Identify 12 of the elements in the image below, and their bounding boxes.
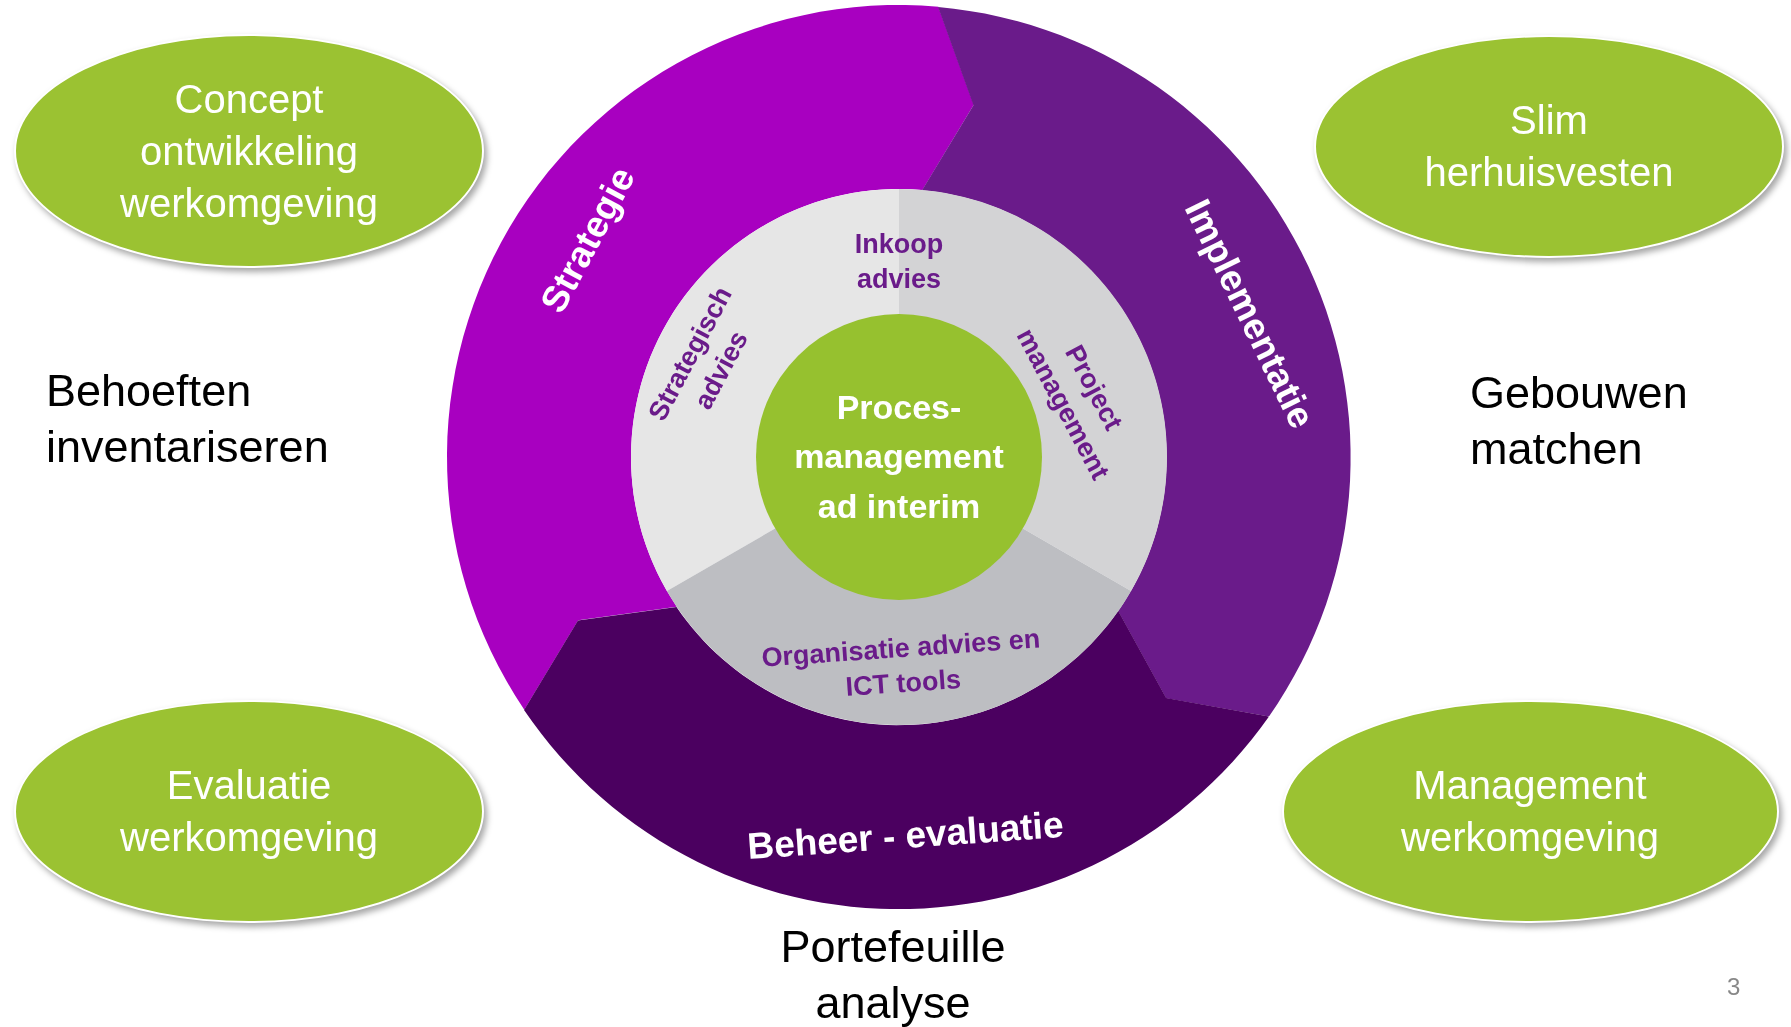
page-number: 3 bbox=[1727, 972, 1741, 1002]
oval-label: Evaluatie werkomgeving bbox=[119, 762, 379, 861]
service-label: Inkoop advies bbox=[853, 228, 945, 297]
ring-segment bbox=[524, 606, 1270, 909]
oval-label: Slim herhuisvesten bbox=[1423, 97, 1675, 196]
oval-label: Concept ontwikkeling werkomgeving bbox=[119, 76, 379, 227]
segment-label: Beheer - evaluatie bbox=[746, 804, 1066, 868]
caption-text: Behoeften inventariseren bbox=[46, 364, 330, 475]
caption-text: Gebouwen matchen bbox=[1470, 366, 1689, 477]
center-label: Proces- management ad interim bbox=[793, 387, 1005, 527]
service-label: Organisatie advies en ICT tools bbox=[759, 622, 1042, 705]
oval-label: Management werkomgeving bbox=[1400, 762, 1660, 861]
